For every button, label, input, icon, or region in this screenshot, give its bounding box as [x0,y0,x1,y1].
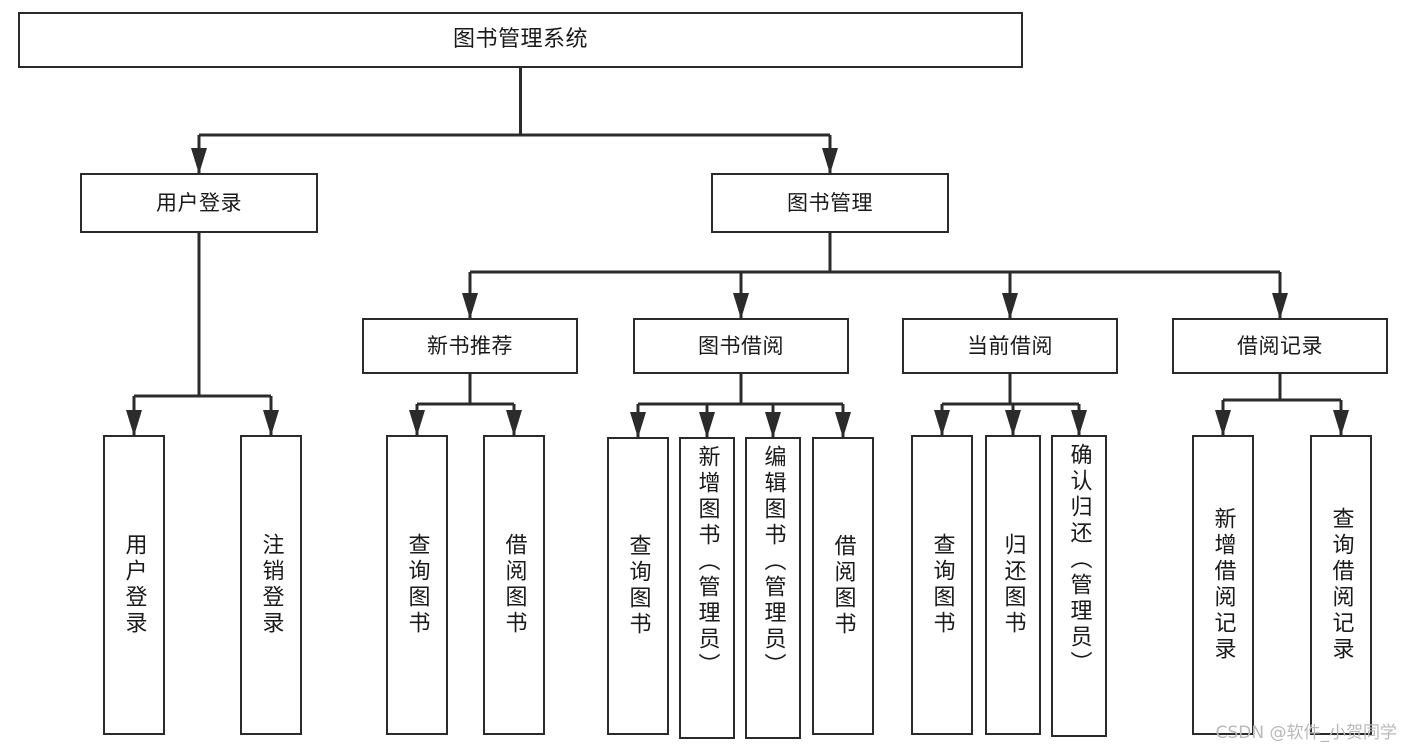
node-label: 图书管理系统 [452,27,588,53]
node-label: 图书借阅 [698,333,784,358]
node-label: 用户登录 [121,533,147,637]
node-user-login[interactable]: 用户登录 [80,173,318,233]
node-book-manage[interactable]: 图书管理 [711,173,949,233]
node-label: 新增借阅记录 [1210,507,1236,663]
node-new-book-recommend[interactable]: 新书推荐 [362,318,578,374]
node-label: 查询图书 [929,533,955,637]
leaf-return-book[interactable]: 归还图书 [985,435,1041,735]
node-label: 查询图书 [625,534,651,638]
leaf-query-borrow-record[interactable]: 查询借阅记录 [1310,435,1372,735]
node-current-borrow[interactable]: 当前借阅 [902,318,1118,374]
leaf-query-book-recommend[interactable]: 查询图书 [386,435,448,735]
node-label: 归还图书 [1000,533,1026,637]
leaf-logout[interactable]: 注销登录 [240,435,302,735]
leaf-query-book-borrow[interactable]: 查询图书 [607,437,669,735]
node-root-system[interactable]: 图书管理系统 [18,12,1023,68]
node-label: 查询图书 [404,533,430,637]
node-label: 编辑图书（管理员） [760,445,786,679]
leaf-query-book-current[interactable]: 查询图书 [911,435,973,735]
node-label: 新增图书（管理员） [694,445,720,679]
node-label: 借阅记录 [1237,333,1323,358]
leaf-edit-book-admin[interactable]: 编辑图书（管理员） [745,437,801,739]
node-label: 借阅图书 [830,534,856,638]
node-label: 确认归还（管理员） [1066,443,1092,677]
node-label: 用户登录 [156,190,242,215]
leaf-user-login[interactable]: 用户登录 [103,435,165,735]
node-label: 当前借阅 [967,333,1053,358]
node-label: 查询借阅记录 [1328,507,1354,663]
leaf-add-book-admin[interactable]: 新增图书（管理员） [679,437,735,739]
node-label: 新书推荐 [427,333,513,358]
leaf-borrow-book-recommend[interactable]: 借阅图书 [483,435,545,735]
node-borrow-record[interactable]: 借阅记录 [1172,318,1388,374]
node-label: 注销登录 [258,533,284,637]
node-label: 图书管理 [787,190,873,215]
node-book-borrow[interactable]: 图书借阅 [633,318,849,374]
node-label: 借阅图书 [501,533,527,637]
leaf-add-borrow-record[interactable]: 新增借阅记录 [1192,435,1254,735]
leaf-borrow-book[interactable]: 借阅图书 [812,437,874,735]
leaf-confirm-return-admin[interactable]: 确认归还（管理员） [1051,435,1107,737]
csdn-watermark: CSDN @软件_小贺同学 [1215,723,1397,743]
